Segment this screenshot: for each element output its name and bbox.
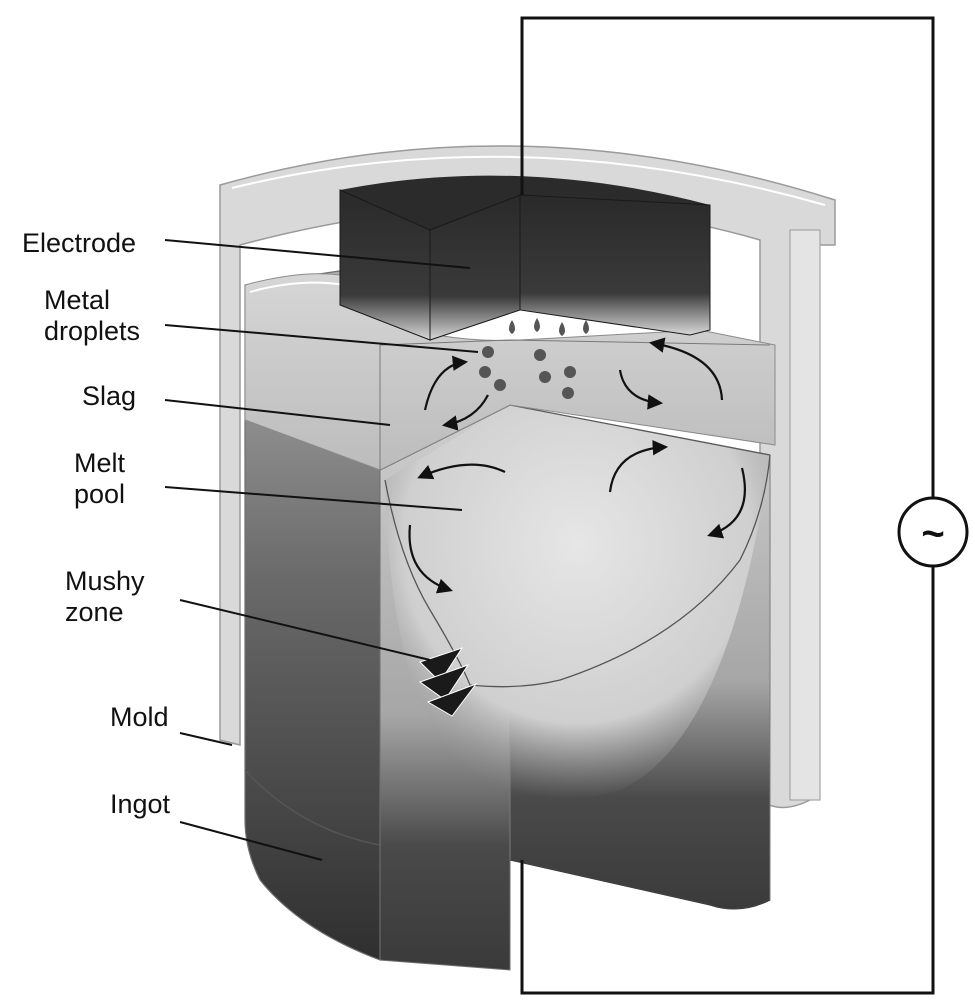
leader-melt-pool [164,486,463,511]
flow-arrow [423,355,469,411]
label-melt-pool-line1: Melt [74,448,126,478]
label-melt-pool-line2: pool [74,479,125,509]
ac-source-icon [897,496,969,568]
power-circuit: ~ [520,16,969,995]
leader-metal-droplets [164,324,479,353]
label-ingot: Ingot [110,789,171,819]
metal-droplets [479,318,589,399]
leader-electrode [164,239,471,269]
mold [219,145,836,809]
label-mushy-zone-line1: Mushy [65,566,145,596]
droplet [559,322,565,336]
flow-arrow [707,467,746,539]
flow-arrow [608,440,669,493]
flow-arrow [408,524,453,594]
leader-lines [164,239,479,861]
flow-arrow [618,369,664,410]
droplet [479,366,491,378]
flow-arrow [648,337,724,401]
droplet [564,366,576,378]
leader-slag [164,399,391,426]
flow-arrow [417,463,506,480]
mushy-zone-dendrites [418,647,478,717]
label-metal-droplets-line2: droplets [44,316,140,346]
label-mushy-zone-line2: zone [65,597,124,627]
droplet [583,320,589,334]
droplet [482,346,494,358]
droplet [534,349,546,361]
droplet [534,318,540,332]
electrode [339,175,711,341]
labels: Electrode Metal droplets Slag Melt pool … [22,228,171,819]
flow-arrows [408,337,746,594]
label-slag: Slag [82,381,136,411]
label-electrode: Electrode [22,228,136,258]
label-mold: Mold [110,702,169,732]
leader-ingot [179,821,323,861]
leader-mushy-zone [179,599,431,661]
label-metal-droplets-line1: Metal [44,285,110,315]
droplet [539,371,551,383]
flow-arrow [441,394,489,431]
ac-source-symbol: ~ [921,512,944,556]
leader-mold [179,732,233,746]
droplet [562,387,574,399]
droplet [494,379,506,391]
droplet [509,320,515,334]
